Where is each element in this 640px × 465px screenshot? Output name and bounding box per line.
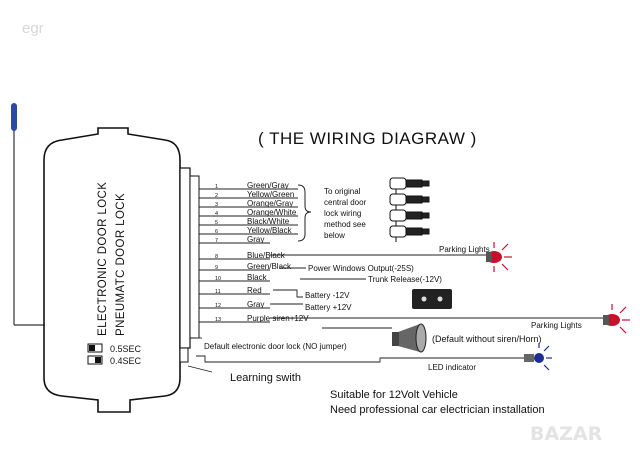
- battery-positive-label: Battery +12V: [305, 303, 352, 312]
- lock-note-line-3: lock wiring: [324, 209, 361, 218]
- wire-7-number: 7: [215, 238, 218, 244]
- wire-11-label: Red: [247, 286, 262, 295]
- wire-10-label: Black: [247, 273, 268, 282]
- lock-note-line-4: method see: [324, 220, 366, 229]
- wire-1-label: Green/Gray: [247, 181, 289, 190]
- wire-1-number: 1: [215, 184, 218, 190]
- wire-5-label: Black/White: [247, 217, 290, 226]
- power-windows-label: Power Windows Output(-25S): [308, 264, 414, 273]
- wire-10-extension: [273, 289, 303, 298]
- wire-3-label: Orange/Gray: [247, 199, 293, 208]
- dip-switch-0-4sec: [87, 355, 103, 365]
- lock-note-line-1: To original: [324, 187, 361, 196]
- wire-4-number: 4: [215, 211, 218, 217]
- lock-wiring-note: To original central door lock wiring met…: [324, 187, 368, 240]
- wire-6-number: 6: [215, 229, 218, 235]
- learning-switch-label: Learning swith: [230, 372, 301, 384]
- wire-10-number: 10: [215, 276, 221, 282]
- footer-line-1: Suitable for 12Volt Vehicle: [330, 389, 458, 401]
- module-label-electronic: ELECTRONIC DOOR LOCK: [97, 182, 109, 336]
- wire-labels: 1 Green/Gray 2 Yellow/Green 3 Orange/Gray 4 Ora…: [215, 181, 309, 323]
- lock-note-line-5: below: [324, 231, 345, 240]
- wire-5-number: 5: [215, 220, 218, 226]
- wire-3-number: 3: [215, 202, 218, 208]
- wire-12-label: Gray: [247, 300, 264, 309]
- door-lock-jumper-label: Default electronic door lock (NO jumper): [204, 342, 347, 351]
- control-module: [43, 127, 200, 413]
- parking-lights-right-label: Parking Lights: [531, 321, 582, 330]
- wire-7-label: Gray: [247, 235, 264, 244]
- trunk-relay-icon: [412, 289, 452, 309]
- led-wire: [196, 355, 524, 363]
- lock-wires-bracket: [297, 184, 312, 242]
- wire-4-label: Orange/White: [247, 208, 297, 217]
- brand-mark-logo: BAZAR: [530, 423, 603, 445]
- wire-2-label: Yellow/Green: [247, 190, 294, 199]
- wire-9-label: Green/Black: [247, 262, 292, 271]
- wire-2-number: 2: [215, 193, 218, 199]
- switch-label-0-5sec: 0.5SEC: [110, 344, 142, 354]
- module-label-pneumatic: PNEUMATC DOOR LOCK: [115, 193, 127, 336]
- wire-12-number: 12: [215, 303, 221, 309]
- siren-label: (Default without siren/Horn): [432, 334, 542, 344]
- learning-switch-wire: [187, 365, 213, 373]
- dip-switch-0-5sec: [87, 343, 103, 353]
- led-indicator-icon: [524, 343, 552, 371]
- parking-light-right-bulb-icon: [603, 304, 630, 334]
- door-lock-actuators-icon: [389, 177, 430, 242]
- wire-11-number: 11: [215, 289, 221, 295]
- wire-13-label: Purple siren+12V: [247, 314, 309, 323]
- watermark: egr: [22, 20, 44, 37]
- siren-icon: [392, 323, 427, 353]
- wire-8-number: 8: [215, 254, 218, 260]
- led-indicator-label: LED indicator: [428, 363, 476, 372]
- wire-6-label: Yellow/Black: [247, 226, 293, 235]
- diagram-title: ( THE WIRING DIAGRAW ): [258, 129, 477, 148]
- wire-8-label: Blue/Black: [247, 251, 286, 260]
- parking-light-bulb-icon: [486, 242, 512, 272]
- trunk-release-label: Trunk Release(-12V): [368, 275, 442, 284]
- switch-label-0-4sec: 0.4SEC: [110, 356, 142, 366]
- wire-13-number: 13: [215, 317, 221, 323]
- wire-harness: [199, 188, 298, 323]
- parking-lights-top-label: Parking Lights: [439, 245, 490, 254]
- footer-line-2: Need professional car electrician instal…: [330, 404, 545, 416]
- battery-negative-label: Battery -12V: [305, 291, 350, 300]
- wire-9-number: 9: [215, 265, 218, 271]
- lock-note-line-2: central door: [324, 198, 367, 207]
